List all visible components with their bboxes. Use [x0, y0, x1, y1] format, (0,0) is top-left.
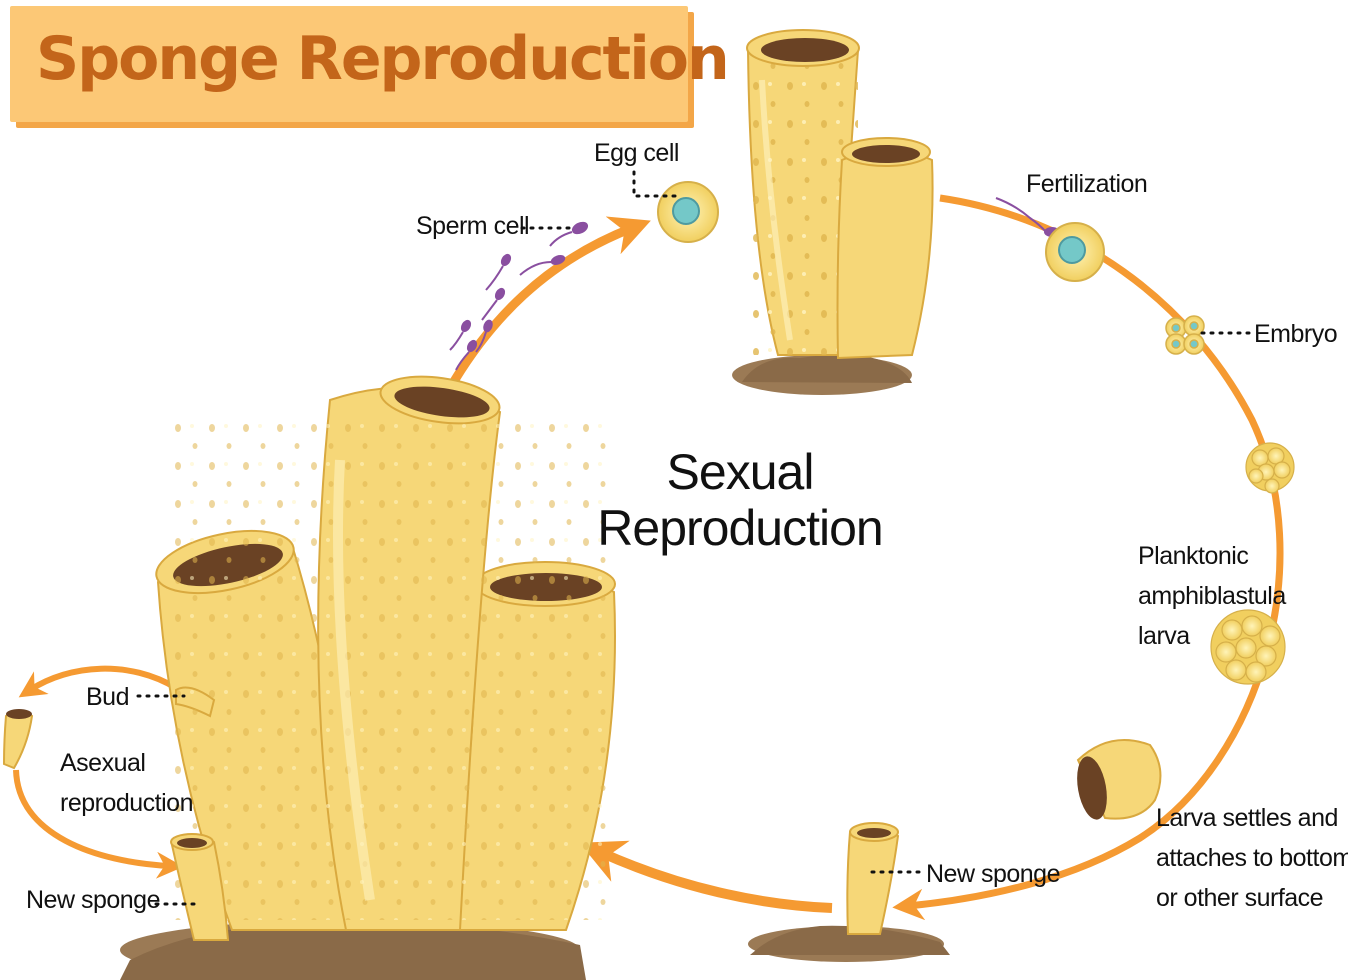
amphiblastula-larva: [1210, 609, 1286, 685]
top-sponge-group: [732, 29, 934, 395]
sperm-cells: [449, 221, 589, 371]
new-sponge-left-label: New sponge: [26, 886, 160, 914]
leader-lines: [136, 170, 1252, 906]
bud-label: Bud: [86, 683, 129, 711]
settles-label: Larva settles and attaches to bottom or …: [1156, 798, 1348, 918]
asexual-arrow-top: [18, 665, 178, 698]
egg-cell-label: Egg cell: [594, 139, 679, 167]
settles-label-line-3: or other surface: [1156, 884, 1324, 912]
big-sponge-group: [120, 375, 616, 980]
heading-line-1: Sexual: [666, 444, 815, 500]
settles-label-line-2: attaches to bottom: [1156, 844, 1348, 872]
larva-label-line-1: Planktonic: [1138, 542, 1249, 570]
asexual-arrow-bottom: [13, 769, 184, 879]
sperm-cell-label: Sperm cell: [416, 212, 530, 240]
fertilization-label: Fertilization: [1026, 170, 1148, 198]
detached-bud: [2, 709, 34, 770]
new-sponge-right-label: New sponge: [926, 860, 1060, 888]
asexual-label: Asexual reproduction: [60, 743, 193, 823]
title-banner: Sponge Reproduction: [10, 6, 730, 122]
larva-label-line-2: amphiblastula: [1138, 582, 1286, 610]
asexual-label-line-1: Asexual: [60, 749, 146, 777]
larva-label: Planktonic amphiblastula larva: [1138, 536, 1286, 656]
heading-line-2: Reproduction: [597, 500, 883, 556]
new-sponge-left: [170, 833, 230, 941]
page-title: Sponge Reproduction: [36, 24, 730, 94]
egg-cell: [657, 181, 719, 243]
cycle-arrow-sperm: [446, 216, 651, 391]
settles-label-line-1: Larva settles and: [1156, 804, 1338, 832]
asexual-label-line-2: reproduction: [60, 789, 193, 817]
new-sponge-right: [748, 822, 950, 962]
larva-label-line-3: larva: [1138, 622, 1190, 650]
settling-larva: [1076, 739, 1162, 820]
embryo-cells: [1165, 315, 1205, 355]
sexual-reproduction-heading: Sexual Reproduction: [560, 444, 920, 556]
embryo-label: Embryo: [1254, 320, 1338, 348]
fertilized-egg: [995, 197, 1105, 282]
morula: [1245, 442, 1295, 494]
cycle-arrow-bottom: [579, 840, 833, 913]
cycle-arrow-right: [892, 194, 1284, 921]
